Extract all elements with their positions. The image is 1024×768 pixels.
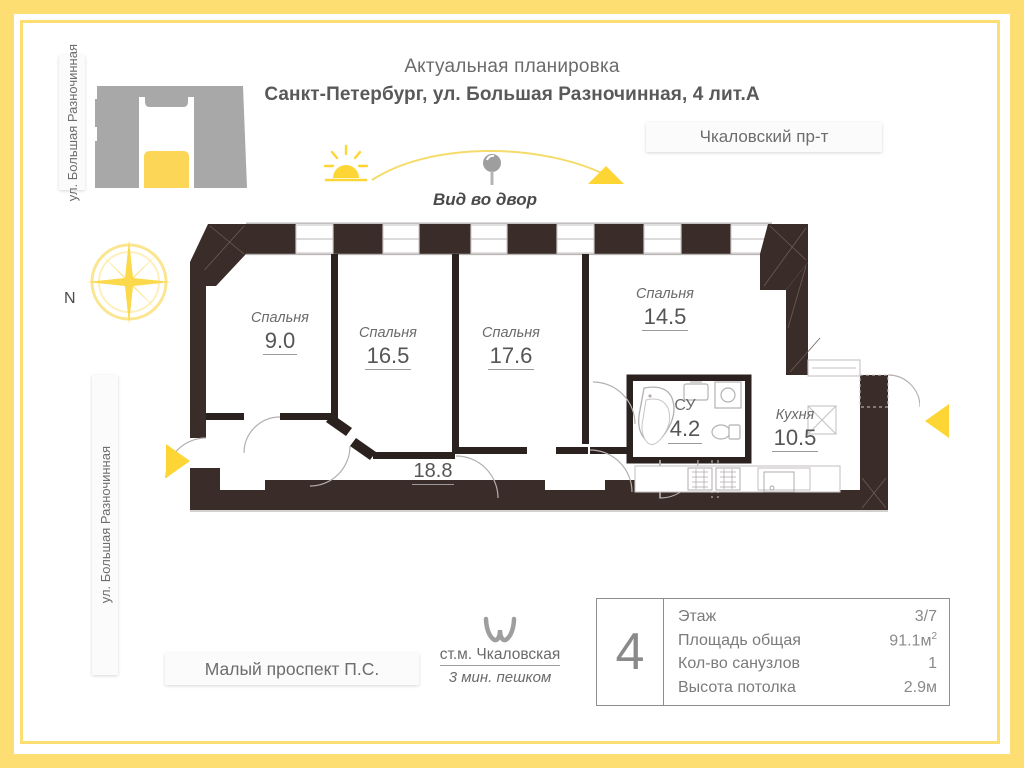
street-label-left: ул. Большая Разночинная [92, 375, 118, 675]
street-label-top-left-text: ул. Большая Разночинная [64, 43, 80, 202]
sun-icon [323, 144, 369, 168]
info-value-bathrooms: 1 [928, 655, 937, 673]
entrance-arrow-left [166, 444, 190, 478]
street-label-chkalovsky: Чкаловский пр-т [646, 122, 882, 152]
view-direction-label: Вид во двор [433, 190, 537, 209]
metro-station-name: ст.м. Чкаловская [439, 646, 561, 666]
compass-rose-icon [85, 238, 173, 326]
info-value-floor: 3/7 [914, 608, 937, 625]
info-row-floor: Этаж 3/7 [678, 606, 937, 627]
metro-info: ст.м. Чкаловская 3 мин. пешком [410, 616, 590, 686]
info-label-bathrooms: Кол-во санузлов [678, 655, 800, 673]
apartment-info-box: 4 Этаж 3/7 Площадь общая 91.1м2 Кол-во с… [596, 598, 950, 706]
floor-plan-drawing [160, 210, 921, 540]
building-footprint-icon [95, 83, 247, 191]
rooms-count-value: 4 [597, 599, 664, 705]
info-label-area: Площадь общая [678, 631, 801, 649]
street-label-chkalovsky-text: Чкаловский пр-т [699, 127, 829, 146]
entrance-arrow-right [925, 404, 949, 438]
map-pin-icon [483, 154, 501, 185]
triangle-arrow-icon [588, 166, 624, 184]
info-row-bathrooms: Кол-во санузлов 1 [678, 653, 937, 674]
info-row-ceiling: Высота потолка 2.9м [678, 677, 937, 698]
info-value-area-number: 91.1м [889, 631, 932, 649]
info-row-area: Площадь общая 91.1м2 [678, 630, 937, 651]
street-label-top-left: ул. Большая Разночинная [59, 44, 85, 201]
info-value-area-sup: 2 [931, 630, 937, 642]
info-value-area: 91.1м2 [889, 630, 937, 651]
page-title-line2: Санкт-Петербург, ул. Большая Разночинная… [264, 84, 760, 105]
street-label-maly-prospect: Малый проспект П.С. [165, 653, 419, 685]
info-rows: Этаж 3/7 Площадь общая 91.1м2 Кол-во сан… [664, 599, 949, 705]
thin-yellow-border [20, 20, 1000, 744]
metro-walk-time: 3 мин. пешком [448, 669, 552, 686]
info-label-floor: Этаж [678, 608, 717, 625]
street-label-left-text: ул. Большая Разночинная [97, 446, 113, 604]
street-label-maly-prospect-text: Малый проспект П.С. [204, 658, 380, 679]
sun-path-diagram [320, 140, 650, 200]
info-label-ceiling: Высота потолка [678, 678, 796, 696]
info-value-ceiling: 2.9м [903, 678, 937, 696]
page-title-line1: Актуальная планировка [404, 56, 620, 77]
compass-north-label: N [64, 290, 76, 307]
metro-logo-icon [410, 616, 590, 646]
